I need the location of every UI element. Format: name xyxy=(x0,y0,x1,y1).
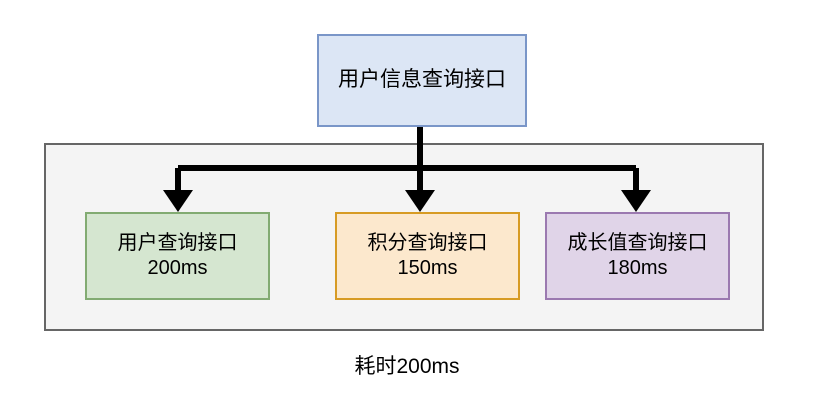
node-user-query-latency: 200ms xyxy=(147,257,208,279)
node-user-query-label: 用户查询接口 xyxy=(117,232,238,254)
node-growth-query-label: 成长值查询接口 xyxy=(567,232,708,254)
node-points-query-latency: 150ms xyxy=(397,257,458,279)
node-root-user-info-query[interactable]: 用户信息查询接口 xyxy=(317,34,527,127)
node-growth-query-interface[interactable]: 成长值查询接口 180ms xyxy=(545,212,730,300)
node-user-query-interface[interactable]: 用户查询接口 200ms xyxy=(85,212,270,300)
node-root-label: 用户信息查询接口 xyxy=(338,68,506,92)
node-points-query-interface[interactable]: 积分查询接口 150ms xyxy=(335,212,520,300)
diagram-caption: 耗时200ms xyxy=(354,355,460,378)
node-points-query-label: 积分查询接口 xyxy=(367,232,488,254)
node-growth-query-latency: 180ms xyxy=(607,257,668,279)
